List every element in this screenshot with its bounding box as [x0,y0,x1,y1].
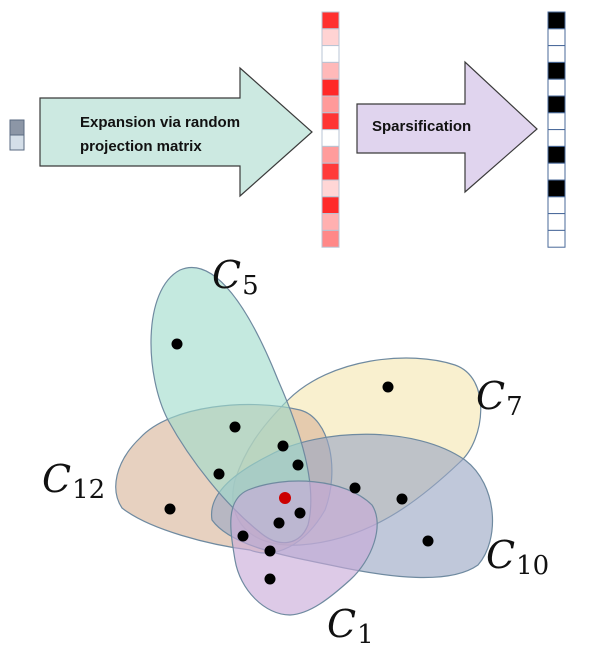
expanded-vector-cell [321,213,340,231]
sparse-vector-cell [547,129,566,147]
sparse-vector-cell [547,145,566,164]
data-point [382,381,394,393]
expanded-vector-cell [321,129,340,147]
expanded-vector-cell [321,45,340,63]
sparse-vector-cell [547,45,566,63]
sparsification-arrow-shape [356,60,538,194]
sparse-vector-cell [547,11,566,30]
cluster-label-c10: C10 [486,533,549,581]
expansion-arrow-label-line2: projection matrix [80,138,202,155]
expansion-arrow-label-line1: Expansion via random [80,114,240,131]
data-point [422,535,434,547]
data-point [396,493,408,505]
data-point [273,517,285,529]
expanded-vector-cell [321,78,340,97]
data-point [264,573,276,585]
cluster-label-c12: C12 [42,457,105,505]
sparsification-arrow: Sparsification [356,60,538,194]
sparse-vector-cell [547,162,566,181]
expanded-vector [321,11,340,248]
expanded-vector-cell [321,162,340,181]
cluster-region-c1 [230,480,378,616]
sparse-vector-cell [547,61,566,80]
expanded-vector-cell [321,11,340,30]
cluster-regions [115,267,494,616]
expanded-vector-cell [321,112,340,131]
sparse-vector-cell [547,179,566,198]
expansion-arrow-shape [39,66,313,198]
expanded-vector-cell [321,179,340,198]
expanded-vector-cell [321,145,340,164]
input-vector-cell [9,119,25,136]
highlighted-point [279,492,291,504]
data-point [277,440,289,452]
data-point [294,507,306,519]
cluster-label-c5: C5 [212,253,259,301]
sparse-vector-cell [547,112,566,131]
expanded-vector-cell [321,95,340,114]
sparsification-arrow-label: Sparsification [372,118,471,135]
data-point [164,503,176,515]
expanded-vector-cell [321,61,340,80]
sparse-vector-cell [547,229,566,248]
sparse-vector [547,11,566,248]
sparse-vector-cell [547,95,566,114]
expanded-vector-cell [321,28,340,47]
sparse-vector-cell [547,213,566,231]
cluster-label-c1: C1 [327,602,374,650]
expanded-vector-cell [321,229,340,248]
cluster-label-c7: C7 [476,374,523,422]
expanded-vector-cell [321,196,340,215]
data-point [349,482,361,494]
input-vector [9,119,25,151]
data-point [171,338,183,350]
sparse-vector-cell [547,28,566,47]
sparse-vector-cell [547,78,566,97]
data-points [164,338,434,585]
sparse-vector-cell [547,196,566,215]
data-point [213,468,225,480]
data-point [237,530,249,542]
data-point [292,459,304,471]
expansion-arrow: Expansion via random projection matrix [39,66,313,198]
data-point [229,421,241,433]
data-point [264,545,276,557]
cluster-labels: C5 C7 C12 C10 C1 [42,253,549,650]
input-vector-cell [9,134,25,151]
